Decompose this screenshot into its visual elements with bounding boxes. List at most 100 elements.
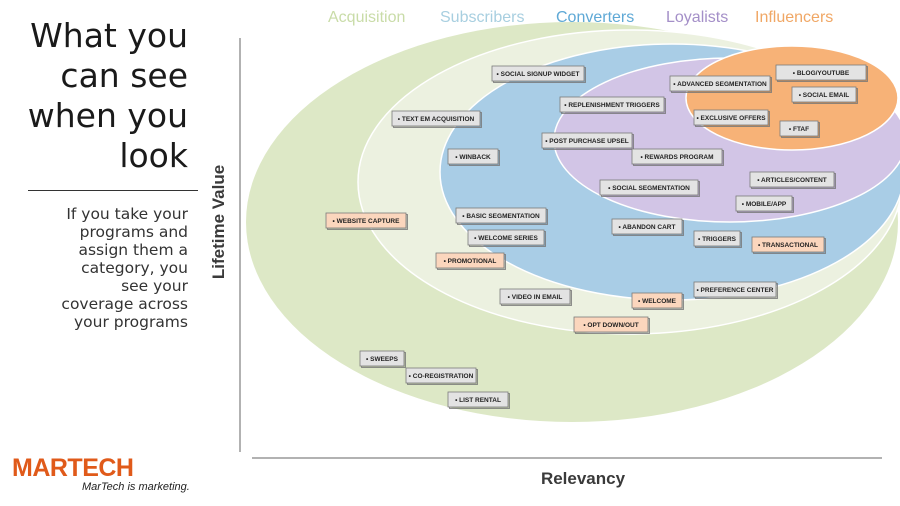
program-tag-label: • WINBACK (455, 154, 491, 161)
program-tag-label: • BLOG/YOUTUBE (793, 70, 850, 77)
program-tag-label: • ABANDON CART (619, 224, 676, 231)
program-tag: • TRANSACTIONAL (751, 236, 826, 254)
category-influencers: Influencers (755, 9, 833, 26)
body-line: coverage across (61, 295, 188, 313)
title-line: look (119, 136, 188, 175)
program-tag: • EXCLUSIVE OFFERS (693, 109, 770, 127)
program-tags: • SOCIAL SIGNUP WIDGET • ADVANCED SEGMENT… (325, 64, 868, 409)
program-tag-label: • VIDEO IN EMAIL (508, 294, 563, 301)
program-tag: • VIDEO IN EMAIL (499, 288, 572, 306)
program-tag-box (669, 75, 771, 92)
program-tag: • PROMOTIONAL (435, 252, 506, 270)
program-tag-box (775, 64, 867, 81)
x-axis-label: Relevancy (541, 469, 626, 488)
program-tag-box (631, 148, 723, 165)
title-divider (28, 190, 198, 191)
program-tag-label: • ARTICLES/CONTENT (757, 177, 827, 184)
program-tag: • TRIGGERS (693, 230, 742, 248)
category-converters: Converters (556, 9, 634, 26)
y-axis-label: Lifetime Value (209, 165, 228, 279)
program-tag: • BASIC SEGMENTATION (455, 207, 548, 225)
slide-title: What you can see when you look (0, 16, 188, 176)
program-tag-box (749, 171, 835, 188)
body-line: see your (121, 277, 188, 295)
program-tag-box (791, 86, 857, 103)
program-tag-box (693, 109, 769, 126)
program-tag-box (631, 292, 683, 309)
logo-wordmark: MARTECH (12, 454, 134, 482)
program-tag-box (693, 230, 741, 247)
program-tag: • ADVANCED SEGMENTATION (669, 75, 772, 93)
program-tag: • MOBILE/APP (735, 195, 794, 213)
program-tag-label: • BASIC SEGMENTATION (462, 213, 540, 220)
program-tag-box (751, 236, 825, 253)
program-tag-label: • TRANSACTIONAL (758, 242, 818, 249)
program-tag-box (447, 391, 509, 408)
program-tag-box (491, 65, 585, 82)
program-tag: • TEXT EM ACQUISITION (391, 110, 482, 128)
program-tag-box (467, 229, 545, 246)
program-tag-box (325, 212, 407, 229)
body-line: programs and (79, 223, 188, 241)
program-tag: • SOCIAL SIGNUP WIDGET (491, 65, 586, 83)
program-tag: • PREFERENCE CENTER (693, 281, 778, 299)
program-tag: • LIST RENTAL (447, 391, 510, 409)
program-tag-box (359, 350, 405, 367)
program-tag-label: • REPLENISHMENT TRIGGERS (564, 102, 660, 109)
program-tag-box (405, 367, 477, 384)
program-tag-label: • SOCIAL SEGMENTATION (608, 185, 690, 192)
program-tag: • WELCOME (631, 292, 684, 310)
program-tag: • ARTICLES/CONTENT (749, 171, 836, 189)
program-tag-label: • WEBSITE CAPTURE (333, 218, 401, 225)
program-tag-label: • TEXT EM ACQUISITION (398, 116, 475, 123)
body-line: category, you (81, 259, 188, 277)
program-tag-label: • REWARDS PROGRAM (640, 154, 713, 161)
program-tag: • SWEEPS (359, 350, 406, 368)
program-tag-label: • ADVANCED SEGMENTATION (673, 81, 767, 88)
program-tag-label: • SOCIAL SIGNUP WIDGET (497, 71, 580, 78)
program-tag: • CO-REGISTRATION (405, 367, 478, 385)
program-tag-box (499, 288, 571, 305)
program-tag-label: • CO-REGISTRATION (409, 373, 474, 380)
program-tag-box (447, 148, 499, 165)
program-tag-box (611, 218, 683, 235)
category-subscribers: Subscribers (440, 9, 524, 26)
sidebar: What you can see when you look If you ta… (0, 0, 198, 506)
program-tag: • FTAF (779, 120, 820, 138)
program-tag-label: • SOCIAL EMAIL (799, 92, 850, 99)
program-tag-label: • SWEEPS (366, 356, 399, 363)
program-tag-label: • OPT DOWN/OUT (583, 322, 638, 329)
program-tag: • OPT DOWN/OUT (573, 316, 650, 334)
program-tag-box (435, 252, 505, 269)
program-tag-label: • TRIGGERS (698, 236, 737, 243)
logo-tagline: MarTech is marketing. (82, 481, 190, 493)
program-tag-label: • MOBILE/APP (742, 201, 787, 208)
slide-body-text: If you take your programs and assign the… (0, 205, 188, 331)
program-tag: • REPLENISHMENT TRIGGERS (559, 96, 666, 114)
program-tag-box (599, 179, 699, 196)
title-line: What you (30, 16, 188, 55)
program-tag: • BLOG/YOUTUBE (775, 64, 868, 82)
program-coverage-diagram: Acquisition Subscribers Converters Loyal… (209, 9, 900, 488)
program-tag: • WINBACK (447, 148, 500, 166)
body-line: If you take your (66, 205, 188, 223)
body-line: your programs (73, 313, 188, 331)
program-tag-box (573, 316, 649, 333)
title-line: can see (60, 56, 188, 95)
program-tag-label: • FTAF (789, 126, 809, 133)
program-tag: • WEBSITE CAPTURE (325, 212, 408, 230)
program-tag-box (559, 96, 665, 113)
program-tag-label: • PREFERENCE CENTER (696, 287, 773, 294)
program-tag-label: • WELCOME SERIES (474, 235, 538, 242)
program-tag-label: • LIST RENTAL (455, 397, 501, 404)
program-tag-label: • WELCOME (638, 298, 677, 305)
program-tag-box (693, 281, 777, 298)
body-line: assign them a (78, 241, 188, 259)
program-tag: • SOCIAL SEGMENTATION (599, 179, 700, 197)
martech-logo: MARTECH MarTech is marketing. (12, 455, 202, 493)
program-tag: • SOCIAL EMAIL (791, 86, 858, 104)
program-tag: • ABANDON CART (611, 218, 684, 236)
category-acquisition: Acquisition (328, 9, 405, 26)
program-tag: • WELCOME SERIES (467, 229, 546, 247)
program-tag-label: • PROMOTIONAL (444, 258, 497, 265)
